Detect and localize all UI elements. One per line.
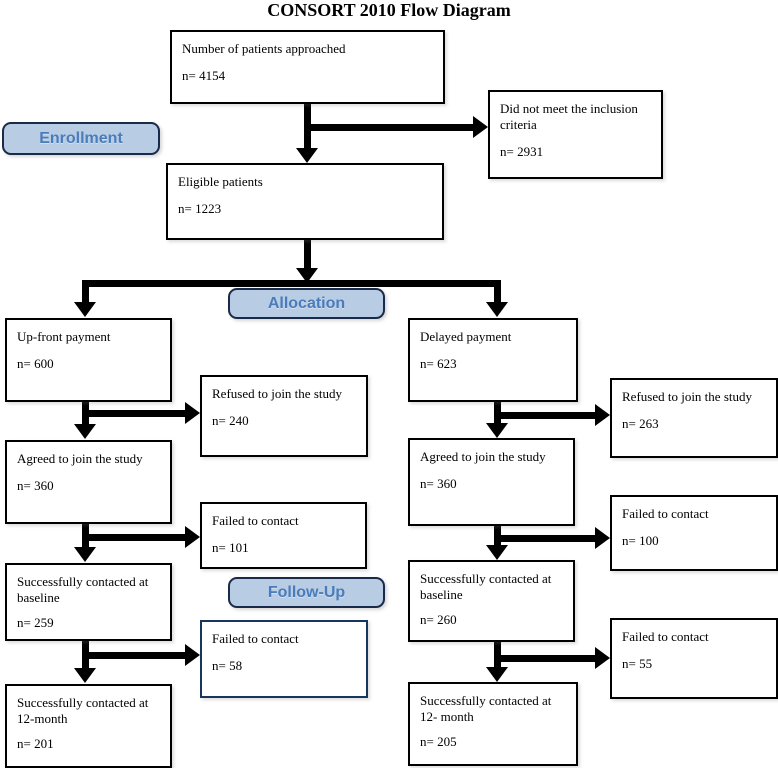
arrow-agreed-to-baseline-right-head bbox=[486, 545, 508, 560]
box-delayed-payment: Delayed payment n= 623 bbox=[408, 318, 578, 402]
arrow-delayed-to-agreed-head bbox=[486, 423, 508, 438]
box-agreed-upfront: Agreed to join the study n= 360 bbox=[5, 440, 172, 524]
box-12month-upfront: Successfully contacted at 12-month n= 20… bbox=[5, 684, 172, 768]
arrow-to-refused-263-head bbox=[595, 404, 610, 426]
box-upfront-payment: Up-front payment n= 600 bbox=[5, 318, 172, 402]
arrow-to-delayed-line bbox=[494, 280, 501, 302]
box-patients-approached: Number of patients approached n= 4154 bbox=[170, 30, 445, 104]
box-refused-upfront-n: n= 240 bbox=[212, 413, 249, 428]
box-baseline-upfront-label: Successfully contacted at baseline bbox=[17, 574, 149, 605]
box-upfront-payment-label: Up-front payment bbox=[17, 329, 111, 344]
box-agreed-delayed-label: Agreed to join the study bbox=[420, 449, 546, 464]
arrow-to-refused-263-line bbox=[494, 412, 595, 419]
box-failed-baseline-upfront-label: Failed to contact bbox=[212, 513, 299, 528]
arrow-to-failed-101-line bbox=[82, 534, 185, 541]
arrow-to-refused-240-head bbox=[185, 402, 200, 424]
box-12month-upfront-label: Successfully contacted at 12-month bbox=[17, 695, 149, 726]
arrow-to-failed-58-line bbox=[82, 652, 185, 659]
arrow-to-failed-55-head bbox=[595, 647, 610, 669]
arrow-baseline-to-12month-right-line bbox=[494, 642, 501, 667]
box-eligible-patients: Eligible patients n= 1223 bbox=[166, 163, 444, 240]
box-refused-delayed-n: n= 263 bbox=[622, 416, 659, 431]
box-failed-12month-upfront-n: n= 58 bbox=[212, 658, 243, 673]
arrow-eligible-down-line bbox=[304, 240, 311, 268]
box-failed-baseline-upfront-n: n= 101 bbox=[212, 540, 249, 555]
arrow-to-failed-100-line bbox=[494, 535, 595, 542]
arrow-to-failed-55-line bbox=[494, 655, 595, 662]
arrow-eligible-down-head bbox=[296, 268, 318, 283]
arrow-to-refused-240-line bbox=[82, 410, 185, 417]
box-failed-12month-delayed-n: n= 55 bbox=[622, 656, 653, 671]
box-failed-12month-delayed: Failed to contact n= 55 bbox=[610, 618, 778, 699]
box-refused-upfront-label: Refused to join the study bbox=[212, 386, 342, 401]
arrow-upfront-to-agreed-head bbox=[74, 424, 96, 439]
box-12month-delayed: Successfully contacted at 12- month n= 2… bbox=[408, 682, 578, 766]
box-12month-upfront-n: n= 201 bbox=[17, 736, 54, 751]
box-failed-12month-upfront-label: Failed to contact bbox=[212, 631, 299, 646]
box-baseline-upfront: Successfully contacted at baseline n= 25… bbox=[5, 563, 172, 641]
box-delayed-payment-n: n= 623 bbox=[420, 356, 457, 371]
box-refused-delayed: Refused to join the study n= 263 bbox=[610, 378, 778, 458]
box-baseline-delayed-label: Successfully contacted at baseline bbox=[420, 571, 552, 602]
box-upfront-payment-n: n= 600 bbox=[17, 356, 54, 371]
box-patients-approached-label: Number of patients approached bbox=[182, 41, 346, 56]
arrow-to-upfront-head bbox=[74, 302, 96, 317]
box-failed-baseline-delayed: Failed to contact n= 100 bbox=[610, 495, 778, 571]
box-agreed-delayed-n: n= 360 bbox=[420, 476, 457, 491]
arrow-to-failed-100-head bbox=[595, 527, 610, 549]
box-12month-delayed-n: n= 205 bbox=[420, 734, 457, 749]
stage-label-followup: Follow-Up bbox=[228, 577, 385, 608]
box-not-met-criteria: Did not meet the inclusion criteria n= 2… bbox=[488, 90, 663, 179]
box-eligible-patients-label: Eligible patients bbox=[178, 174, 263, 189]
box-refused-upfront: Refused to join the study n= 240 bbox=[200, 375, 368, 457]
box-failed-baseline-delayed-n: n= 100 bbox=[622, 533, 659, 548]
box-failed-12month-delayed-label: Failed to contact bbox=[622, 629, 709, 644]
box-eligible-patients-n: n= 1223 bbox=[178, 201, 222, 216]
box-baseline-delayed-n: n= 260 bbox=[420, 612, 457, 627]
stage-label-allocation: Allocation bbox=[228, 288, 385, 319]
arrow-to-delayed-head bbox=[486, 302, 508, 317]
box-baseline-upfront-n: n= 259 bbox=[17, 615, 54, 630]
box-patients-approached-n: n= 4154 bbox=[182, 68, 226, 83]
arrow-baseline-to-12month-right-head bbox=[486, 667, 508, 682]
diagram-title: CONSORT 2010 Flow Diagram bbox=[267, 0, 511, 20]
arrow-baseline-to-12month-left-head bbox=[74, 668, 96, 683]
arrow-approached-to-eligible-head bbox=[296, 148, 318, 163]
allocation-branch-line bbox=[82, 280, 501, 287]
arrow-to-not-met-line bbox=[304, 124, 473, 131]
box-not-met-criteria-label: Did not meet the inclusion criteria bbox=[500, 101, 638, 132]
box-baseline-delayed: Successfully contacted at baseline n= 26… bbox=[408, 560, 575, 642]
box-agreed-upfront-n: n= 360 bbox=[17, 478, 54, 493]
arrow-to-upfront-line bbox=[82, 280, 89, 302]
box-failed-12month-upfront: Failed to contact n= 58 bbox=[200, 620, 368, 698]
arrow-to-not-met-head bbox=[473, 116, 488, 138]
box-delayed-payment-label: Delayed payment bbox=[420, 329, 512, 344]
box-agreed-upfront-label: Agreed to join the study bbox=[17, 451, 143, 466]
arrow-agreed-to-baseline-left-head bbox=[74, 547, 96, 562]
box-failed-baseline-upfront: Failed to contact n= 101 bbox=[200, 502, 367, 569]
box-refused-delayed-label: Refused to join the study bbox=[622, 389, 752, 404]
box-12month-delayed-label: Successfully contacted at 12- month bbox=[420, 693, 552, 724]
arrow-to-failed-101-head bbox=[185, 526, 200, 548]
box-not-met-criteria-n: n= 2931 bbox=[500, 144, 544, 159]
arrow-to-failed-58-head bbox=[185, 644, 200, 666]
stage-label-enrollment: Enrollment bbox=[2, 122, 160, 155]
box-failed-baseline-delayed-label: Failed to contact bbox=[622, 506, 709, 521]
box-agreed-delayed: Agreed to join the study n= 360 bbox=[408, 438, 575, 526]
